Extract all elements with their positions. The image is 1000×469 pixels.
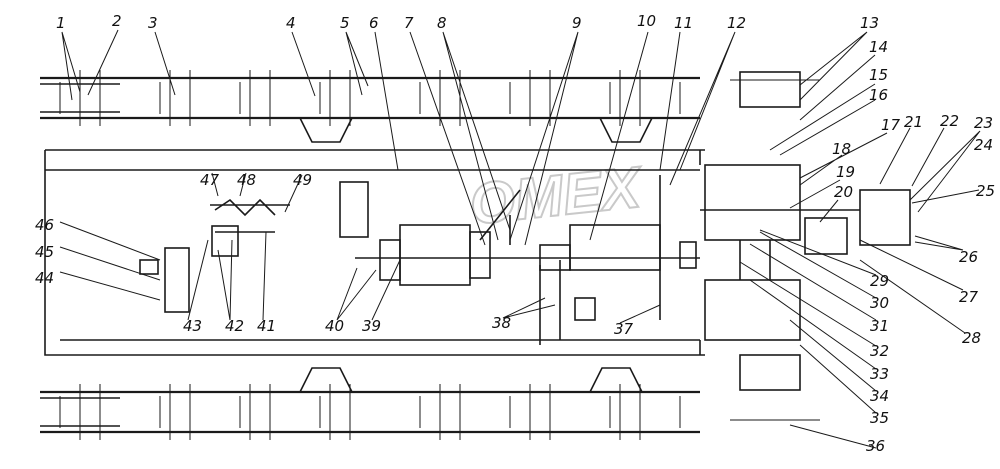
label-2: 2 xyxy=(112,12,122,30)
label-47: 47 xyxy=(200,171,220,189)
label-48: 48 xyxy=(237,171,256,189)
label-8: 8 xyxy=(437,14,447,32)
label-5: 5 xyxy=(340,14,350,32)
label-26: 26 xyxy=(959,248,978,266)
label-36: 36 xyxy=(866,437,885,455)
label-7: 7 xyxy=(404,14,414,32)
label-10: 10 xyxy=(637,12,656,30)
label-16: 16 xyxy=(869,86,888,104)
label-23: 23 xyxy=(974,114,993,132)
label-41: 41 xyxy=(257,317,276,335)
label-15: 15 xyxy=(869,66,888,84)
label-30: 30 xyxy=(870,294,889,312)
label-13: 13 xyxy=(860,14,879,32)
label-43: 43 xyxy=(183,317,202,335)
label-3: 3 xyxy=(148,14,158,32)
upper-track xyxy=(40,70,700,143)
label-45: 45 xyxy=(35,243,54,261)
label-12: 12 xyxy=(727,14,746,32)
label-1: 1 xyxy=(56,14,66,32)
label-19: 19 xyxy=(836,163,855,181)
label-31: 31 xyxy=(870,317,889,335)
label-22: 22 xyxy=(940,112,959,130)
frame xyxy=(44,149,705,356)
label-14: 14 xyxy=(869,38,888,56)
label-35: 35 xyxy=(870,409,889,427)
leader-lines xyxy=(59,29,981,449)
label-46: 46 xyxy=(35,216,54,234)
pump-group xyxy=(139,198,290,313)
label-20: 20 xyxy=(834,183,853,201)
label-25: 25 xyxy=(976,182,995,200)
label-44: 44 xyxy=(35,269,54,287)
lower-track xyxy=(40,367,700,440)
label-34: 34 xyxy=(870,387,889,405)
label-9: 9 xyxy=(572,14,582,32)
label-11: 11 xyxy=(674,14,693,32)
label-18: 18 xyxy=(832,140,851,158)
label-32: 32 xyxy=(870,342,889,360)
label-4: 4 xyxy=(286,14,296,32)
label-42: 42 xyxy=(225,317,244,335)
label-33: 33 xyxy=(870,365,889,383)
label-21: 21 xyxy=(904,113,923,131)
label-17: 17 xyxy=(881,116,901,134)
label-40: 40 xyxy=(325,317,344,335)
label-38: 38 xyxy=(492,314,511,332)
label-6: 6 xyxy=(369,14,379,32)
label-28: 28 xyxy=(962,329,981,347)
label-27: 27 xyxy=(959,288,979,306)
label-29: 29 xyxy=(870,272,889,290)
label-39: 39 xyxy=(362,317,381,335)
label-24: 24 xyxy=(974,136,993,154)
label-37: 37 xyxy=(614,320,634,338)
label-49: 49 xyxy=(293,171,312,189)
callout-labels: 1 2 3 4 5 6 7 8 9 10 11 12 13 14 15 16 1… xyxy=(35,12,995,455)
